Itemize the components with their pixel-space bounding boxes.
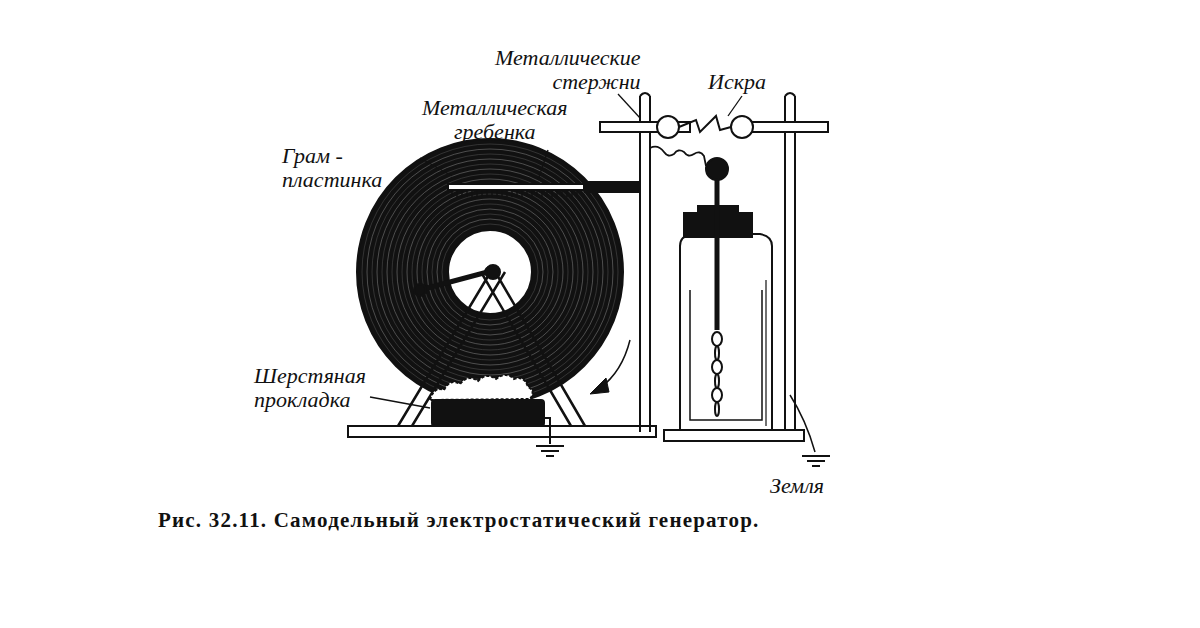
a-frame-stand [398,268,585,426]
part-label: Металлическая гребенка [422,96,568,144]
metal-comb [448,184,584,190]
part-label: Земля [770,474,824,498]
leyden-jar [680,234,772,430]
figure-caption: Рис. 32.11. Самодельный электростатическ… [158,508,760,533]
part-label: Искра [708,70,766,94]
spark [679,116,731,132]
base-board [348,426,656,437]
gramophone-record [357,139,623,405]
metal-rod [640,96,650,432]
part-label: Грам - пластинка [282,144,382,192]
part-label: Металлические стержни [495,46,641,94]
wool-pad [430,375,533,400]
part-label: Шерстяная прокладка [254,364,366,412]
ground-symbol [802,456,830,466]
jar-stand [664,430,804,441]
ground-symbol [536,446,564,456]
metal-rod [785,96,795,432]
